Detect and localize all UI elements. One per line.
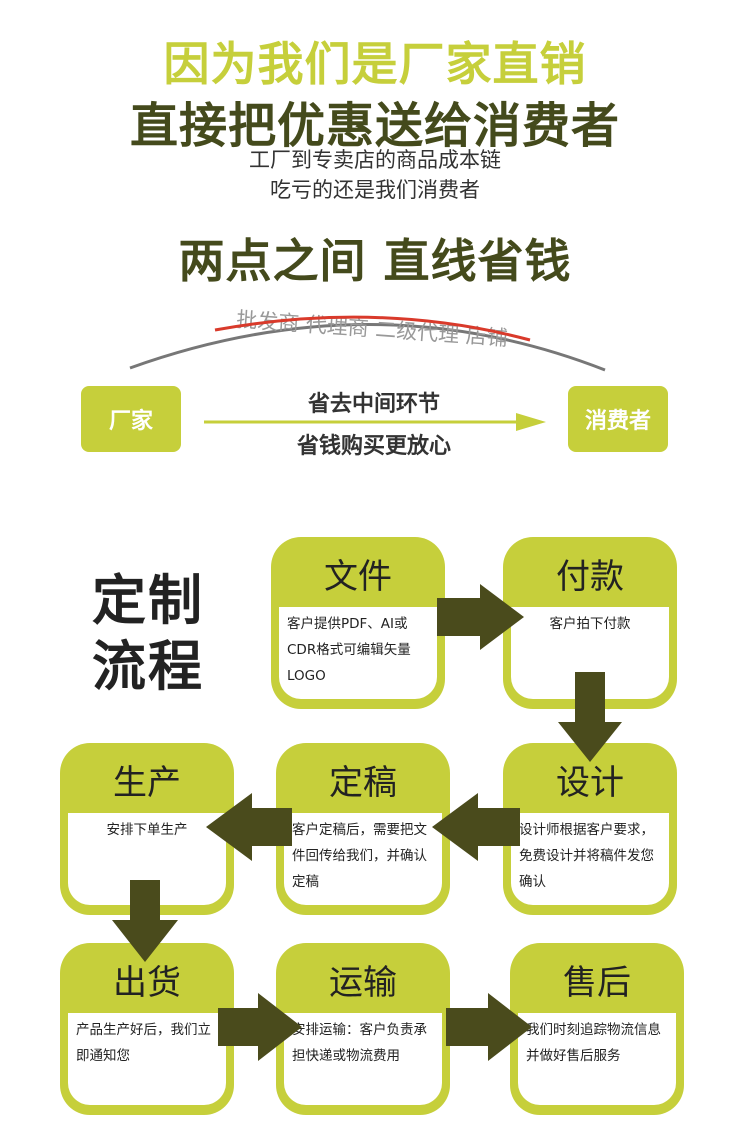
step-desc: 客户提供PDF、AI或CDR格式可编辑矢量LOGO: [279, 607, 437, 699]
process-title-line-2: 流程: [92, 635, 204, 698]
strike-line: [214, 315, 531, 342]
consumer-box: 消费者: [568, 386, 668, 452]
step-card-aftersales: 售后 我们时刻追踪物流信息并做好售后服务: [510, 943, 684, 1115]
step-card-finalize: 定稿 客户定稿后，需要把文件回传给我们，并确认定稿: [276, 743, 450, 915]
step-title: 售后: [563, 963, 631, 1003]
step-title: 定稿: [329, 763, 397, 803]
step-desc: 客户拍下付款: [511, 607, 669, 699]
arc-line: [129, 323, 606, 372]
step-desc: 客户定稿后，需要把文件回传给我们，并确认定稿: [284, 813, 442, 905]
supply-chain-arc: 批发商 代理商 二级代理 店铺: [129, 308, 606, 372]
step-desc: 安排下单生产: [68, 813, 226, 905]
step-card-production: 生产 安排下单生产: [60, 743, 234, 915]
subtext: 工厂到专卖店的商品成本链 吃亏的还是我们消费者: [0, 145, 750, 205]
step-title: 运输: [329, 963, 397, 1003]
step-desc: 我们时刻追踪物流信息并做好售后服务: [518, 1013, 676, 1105]
factory-box: 厂家: [81, 386, 181, 452]
factory-label: 厂家: [108, 409, 153, 434]
process-title: 定制 流程: [92, 568, 204, 700]
direct-arrow-head: [516, 413, 546, 431]
subtext-line-1: 工厂到专卖店的商品成本链: [249, 148, 501, 172]
step-title: 设计: [556, 763, 624, 803]
consumer-label: 消费者: [584, 409, 651, 434]
subtext-line-2: 吃亏的还是我们消费者: [270, 178, 480, 202]
step-title: 付款: [556, 557, 624, 597]
headline-2: 直接把优惠送给消费者: [129, 98, 620, 154]
headline-1: 因为我们是厂家直销: [163, 37, 587, 91]
headline-3: 两点之间 直线省钱: [178, 234, 572, 288]
middlemen-label: 批发商 代理商 二级代理 店铺: [236, 308, 509, 351]
arrow-bottom-label: 省钱购买更放心: [296, 434, 451, 459]
step-card-design: 设计 设计师根据客户要求，免费设计并将稿件发您确认: [503, 743, 677, 915]
process-title-line-1: 定制: [92, 569, 204, 632]
step-desc: 安排运输：客户负责承担快递或物流费用: [284, 1013, 442, 1105]
step-title: 生产: [113, 763, 181, 803]
step-desc: 设计师根据客户要求，免费设计并将稿件发您确认: [511, 813, 669, 905]
step-card-shipment: 出货 产品生产好后，我们立即通知您: [60, 943, 234, 1115]
step-desc: 产品生产好后，我们立即通知您: [68, 1013, 226, 1105]
step-title: 出货: [113, 963, 181, 1003]
step-card-payment: 付款 客户拍下付款: [503, 537, 677, 709]
direct-arrow: [204, 413, 546, 431]
arrow-top-label: 省去中间环节: [307, 392, 440, 417]
step-card-file: 文件 客户提供PDF、AI或CDR格式可编辑矢量LOGO: [271, 537, 445, 709]
step-title: 文件: [324, 557, 392, 597]
step-card-transport: 运输 安排运输：客户负责承担快递或物流费用: [276, 943, 450, 1115]
